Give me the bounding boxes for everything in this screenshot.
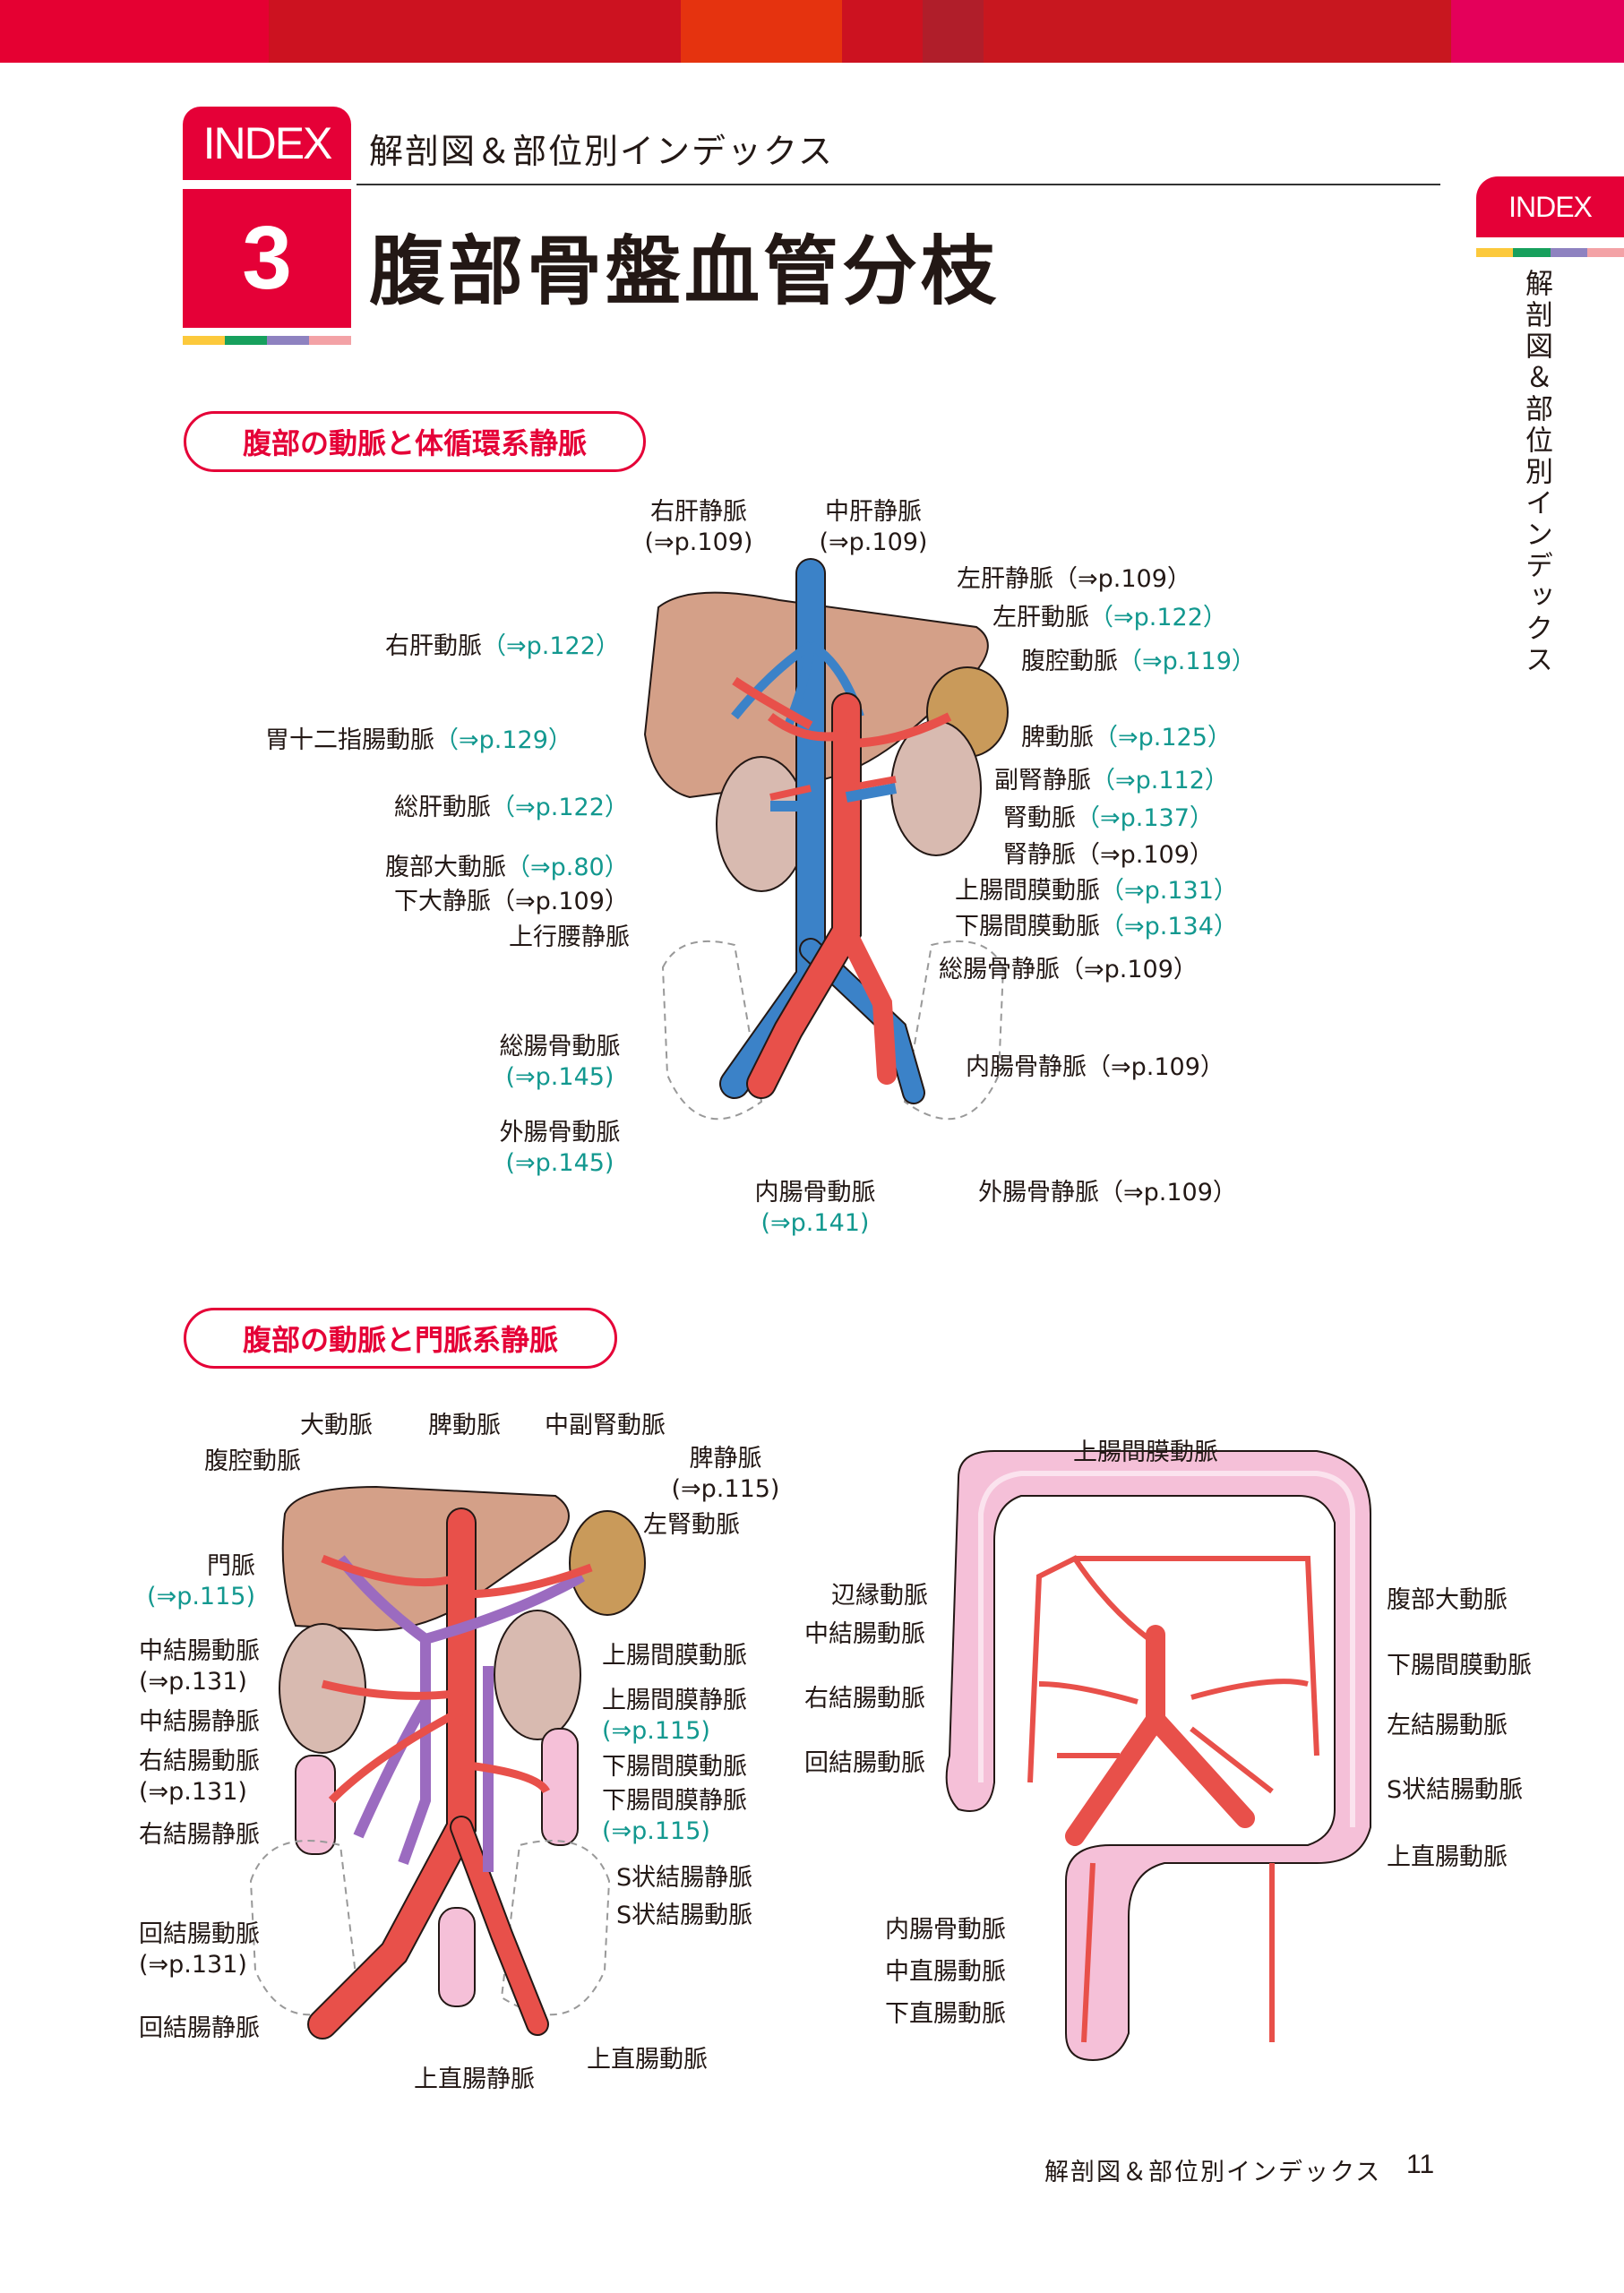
label-inferior-rectal-colon: 下直腸動脈 [885, 2000, 1006, 2028]
label-ima-colon: 下腸間膜動脈 [1387, 1652, 1532, 1679]
label-ascending-lumbar-vein: 上行腰静脈 [509, 923, 630, 951]
label-splenic-artery: 脾動脈（⇒p.125） [1021, 724, 1232, 751]
label-middle-rectal-colon: 中直腸動脈 [885, 1958, 1006, 1986]
label-right-hepatic-vein: 右肝静脈(⇒p.109) [644, 498, 753, 556]
label-right-colic-vein: 右結腸静脈 [139, 1821, 260, 1849]
label-sigmoid-colon: S状結腸動脈 [1387, 1776, 1524, 1804]
label-internal-iliac-colon: 内腸骨動脈 [885, 1916, 1006, 1944]
label-right-colic-artery: 右結腸動脈(⇒p.131) [139, 1748, 260, 1806]
label-sigmoid-vein: S状結腸静脈 [616, 1864, 753, 1892]
label-abdominal-aorta: 腹部大動脈（⇒p.80） [385, 854, 629, 881]
band-seg [269, 0, 681, 63]
label-internal-iliac-artery: 内腸骨動脈(⇒p.141) [754, 1179, 876, 1237]
label-superior-mesenteric-vein: 上腸間膜静脈(⇒p.115) [602, 1687, 747, 1745]
label-splenic-artery-2: 脾動脈 [428, 1412, 501, 1439]
section1-heading: 腹部の動脈と体循環系静脈 [184, 411, 646, 472]
label-left-hepatic-vein: 左肝静脈（⇒p.109） [957, 565, 1191, 593]
label-common-iliac-artery: 総腸骨動脈(⇒p.145) [499, 1033, 621, 1091]
label-left-renal-artery: 左腎動脈 [643, 1511, 740, 1539]
label-abdominal-aorta-colon: 腹部大動脈 [1387, 1586, 1508, 1614]
side-color-stripes [1476, 248, 1624, 257]
header-divider [357, 184, 1440, 185]
top-color-band [0, 0, 1624, 63]
label-aorta: 大動脈 [300, 1412, 373, 1439]
label-superior-rectal-artery: 上直腸動脈 [587, 2046, 708, 2074]
label-internal-iliac-vein: 内腸骨静脈（⇒p.109） [966, 1053, 1224, 1081]
band-seg [984, 0, 1451, 63]
label-inferior-mesenteric-artery: 下腸間膜動脈（⇒p.134） [955, 913, 1238, 940]
label-external-iliac-vein: 外腸骨静脈（⇒p.109） [978, 1179, 1237, 1207]
colon-shape [945, 1450, 1371, 2062]
label-superior-mesenteric-artery-2: 上腸間膜動脈 [602, 1642, 747, 1670]
header-subtitle: 解剖図＆部位別インデックス [369, 132, 834, 171]
label-common-iliac-vein: 総腸骨静脈（⇒p.109） [939, 956, 1198, 983]
label-inferior-mesenteric-artery-2: 下腸間膜動脈 [602, 1753, 747, 1781]
label-common-hepatic-artery: 総肝動脈（⇒p.122） [394, 794, 629, 821]
label-middle-adrenal-artery: 中副腎動脈 [545, 1412, 666, 1439]
label-superior-rectal-vein: 上直腸静脈 [414, 2065, 535, 2093]
pelvis-outline [903, 940, 1005, 1121]
label-sma-colon: 上腸間膜動脈 [1073, 1438, 1218, 1466]
band-seg [842, 0, 923, 63]
label-left-hepatic-artery: 左肝動脈（⇒p.122） [992, 604, 1227, 631]
label-ileocolic-artery: 回結腸動脈(⇒p.131) [139, 1920, 260, 1979]
label-right-colic-colon: 右結腸動脈 [804, 1685, 925, 1713]
index-tab: INDEX [183, 107, 351, 180]
label-middle-colic-vein: 中結腸静脈 [139, 1708, 260, 1736]
page-title: 腹部骨盤血管分枝 [369, 228, 1001, 315]
page-number: 11 [1406, 2150, 1435, 2179]
label-superior-mesenteric-artery: 上腸間膜動脈（⇒p.131） [955, 877, 1238, 905]
label-marginal-artery: 辺縁動脈 [831, 1582, 928, 1610]
label-renal-artery: 腎動脈（⇒p.137） [1003, 804, 1214, 832]
label-ivc: 下大静脈（⇒p.109） [394, 888, 629, 915]
label-middle-colic-colon: 中結腸動脈 [804, 1620, 925, 1648]
side-index-tab[interactable]: INDEX [1476, 176, 1624, 237]
label-celiac-artery: 腹腔動脈（⇒p.119） [1021, 648, 1256, 675]
label-ileocolic-vein: 回結腸静脈 [139, 2014, 260, 2042]
label-inferior-mesenteric-vein: 下腸間膜静脈(⇒p.115) [602, 1787, 747, 1845]
band-seg [923, 0, 984, 63]
pelvis-outline [661, 940, 763, 1121]
label-celiac-artery-2: 腹腔動脈 [204, 1447, 301, 1475]
color-stripes [183, 336, 351, 345]
portal-spleen-shape [569, 1510, 646, 1616]
label-renal-vein: 腎静脈（⇒p.109） [1003, 841, 1214, 869]
section2-heading: 腹部の動脈と門脈系静脈 [184, 1308, 617, 1369]
portal-left-kidney [494, 1610, 581, 1740]
label-left-colic-colon: 左結腸動脈 [1387, 1712, 1508, 1739]
label-middle-hepatic-vein: 中肝静脈(⇒p.109) [819, 498, 928, 556]
label-right-hepatic-artery: 右肝動脈（⇒p.122） [385, 632, 620, 660]
band-seg [0, 0, 269, 63]
side-vertical-text: 解剖図＆部位別インデックス [1520, 269, 1552, 676]
label-superior-rectal-colon: 上直腸動脈 [1387, 1843, 1508, 1871]
running-footer: 解剖図＆部位別インデックス [1044, 2159, 1382, 2186]
label-splenic-vein: 脾静脈(⇒p.115) [671, 1445, 780, 1503]
band-seg [681, 0, 842, 63]
label-ileocolic-colon: 回結腸動脈 [804, 1749, 925, 1777]
section-number: 3 [183, 189, 351, 328]
label-portal-vein: 門脈(⇒p.115) [147, 1552, 255, 1610]
label-adrenal-vein: 副腎静脈（⇒p.112） [994, 767, 1229, 794]
label-external-iliac-artery: 外腸骨動脈(⇒p.145) [499, 1119, 621, 1177]
label-sigmoid-artery: S状結腸動脈 [616, 1902, 753, 1929]
band-seg [1451, 0, 1624, 63]
label-gastroduodenal-artery: 胃十二指腸動脈（⇒p.129） [265, 726, 572, 754]
label-middle-colic-artery: 中結腸動脈(⇒p.131) [139, 1637, 260, 1696]
